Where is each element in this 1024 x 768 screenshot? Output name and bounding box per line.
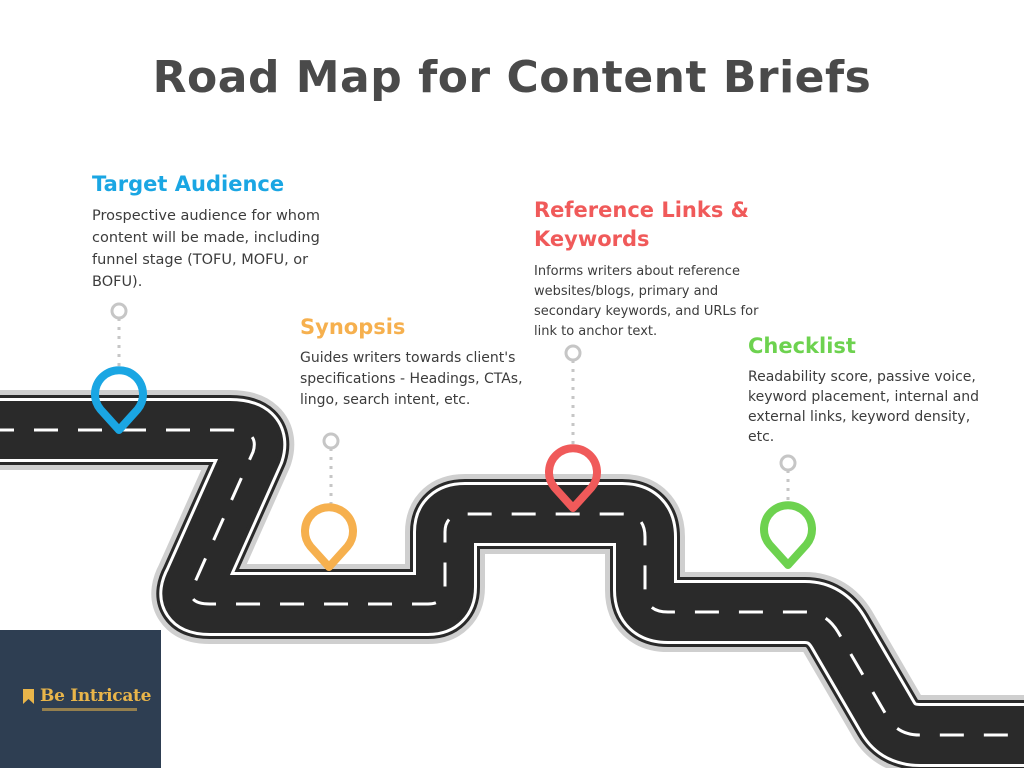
reference-links-block: Reference Links & Keywords Informs write… [534,196,784,342]
logo-name: Be Intricate [40,686,152,706]
target-audience-heading: Target Audience [92,172,285,196]
bookmark-icon [23,688,34,704]
reference-marker-icon [545,444,601,512]
logo-row: Be Intricate [22,686,151,706]
synopsis-pin [301,432,357,571]
synopsis-heading: Synopsis [300,315,406,339]
reference-stem-ring [564,344,582,362]
reference-links-text: Informs writers about reference websites… [534,264,759,339]
road [0,390,1024,768]
target-audience-text: Prospective audience for whom content wi… [92,208,320,290]
reference-links-heading: Reference Links & Keywords [534,198,749,251]
synopsis-stem-ring [322,432,340,450]
checklist-marker-icon [760,501,816,569]
checklist-pin [760,454,816,569]
brand-logo: Be Intricate [0,630,161,768]
page-title: Road Map for Content Briefs [152,52,872,103]
synopsis-marker-icon [301,503,357,571]
logo-tagline-bar [42,708,137,711]
checklist-stem-ring [779,454,797,472]
synopsis-text: Guides writers towards client's specific… [300,350,523,408]
checklist-block: Checklist Readability score, passive voi… [748,332,993,447]
audience-pin [91,302,147,434]
checklist-text: Readability score, passive voice, keywor… [748,369,980,445]
synopsis-block: Synopsis Guides writers towards client's… [300,313,550,411]
audience-marker-icon [91,366,147,434]
audience-stem-ring [110,302,128,320]
reference-pin [545,344,601,512]
target-audience-block: Target Audience Prospective audience for… [92,170,352,293]
checklist-heading: Checklist [748,334,856,358]
road-center-dashes [0,428,1024,737]
